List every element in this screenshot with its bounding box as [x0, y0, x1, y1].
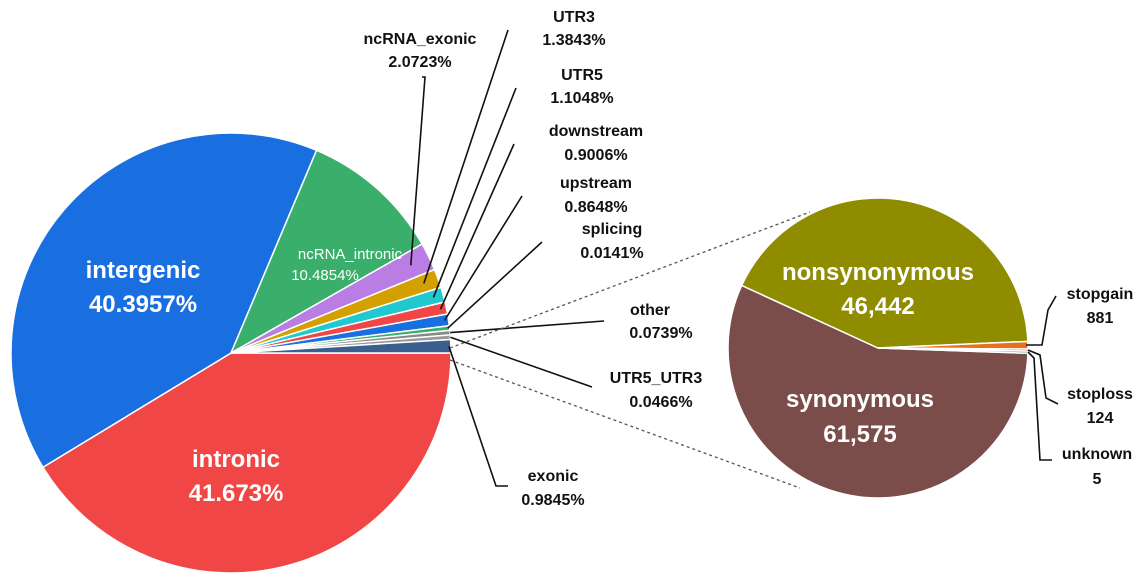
labels: intergenic 40.3957% intronic 41.673% ncR…	[86, 9, 1134, 509]
label-intergenic: intergenic	[86, 257, 201, 284]
connector-top	[449, 211, 811, 349]
label-other: other	[630, 302, 670, 319]
label-ncrna-intronic: ncRNA_intronic	[298, 246, 403, 263]
leader-ncrna-exonic	[410, 76, 426, 266]
connector-bottom	[449, 359, 801, 489]
value-other: 0.0739%	[629, 325, 692, 342]
value-downstream: 0.9006%	[564, 147, 627, 164]
label-stopgain: stopgain	[1067, 286, 1134, 303]
label-ncrna-exonic: ncRNA_exonic	[364, 31, 477, 48]
leader-utr5	[432, 87, 517, 298]
label-utr3: UTR3	[553, 9, 595, 26]
leader-unknown	[1027, 351, 1052, 461]
label-downstream: downstream	[549, 123, 643, 140]
leader-exonic	[448, 346, 508, 487]
value-utr5: 1.1048%	[550, 90, 613, 107]
value-utr3: 1.3843%	[542, 32, 605, 49]
main-slice-intronic	[41, 352, 452, 574]
label-utr5: UTR5	[561, 67, 603, 84]
main-slice-ncrna-intronic	[229, 149, 424, 355]
value-stoploss: 124	[1087, 410, 1114, 427]
label-synonymous: synonymous	[786, 386, 934, 413]
value-intergenic: 40.3957%	[89, 291, 197, 318]
value-stopgain: 881	[1087, 310, 1114, 327]
label-nonsynonymous: nonsynonymous	[782, 259, 974, 286]
value-ncrna-exonic: 2.0723%	[388, 54, 451, 71]
value-splicing: 0.0141%	[580, 245, 643, 262]
value-utr5-utr3: 0.0466%	[629, 394, 692, 411]
leader-other	[450, 320, 605, 334]
value-synonymous: 61,575	[823, 421, 896, 448]
leader-utr5-utr3	[450, 336, 593, 388]
value-ncrna-intronic: 10.4854%	[291, 267, 359, 284]
detail-slice-synonymous	[727, 284, 1029, 499]
label-stoploss: stoploss	[1067, 386, 1133, 403]
leader-stoploss	[1027, 349, 1059, 405]
leader-stopgain	[1026, 295, 1057, 346]
label-splicing: splicing	[582, 221, 642, 238]
value-nonsynonymous: 46,442	[841, 293, 914, 320]
label-utr5-utr3: UTR5_UTR3	[610, 370, 703, 387]
value-exonic: 0.9845%	[521, 492, 584, 509]
detail-slice-nonsynonymous	[740, 197, 1029, 349]
leader-splicing	[447, 241, 543, 329]
leader-utr3	[423, 29, 509, 284]
label-unknown: unknown	[1062, 446, 1132, 463]
main-slice-intergenic	[10, 132, 318, 469]
value-upstream: 0.8648%	[564, 199, 627, 216]
label-exonic: exonic	[528, 468, 579, 485]
main-pie	[10, 132, 452, 574]
leader-upstream	[443, 195, 523, 321]
label-upstream: upstream	[560, 175, 632, 192]
exonic-detail-pie	[727, 197, 1029, 499]
value-intronic: 41.673%	[189, 480, 284, 507]
connector-lines	[410, 29, 1059, 489]
value-unknown: 5	[1093, 471, 1102, 488]
leader-downstream	[439, 143, 515, 310]
label-intronic: intronic	[192, 446, 280, 473]
